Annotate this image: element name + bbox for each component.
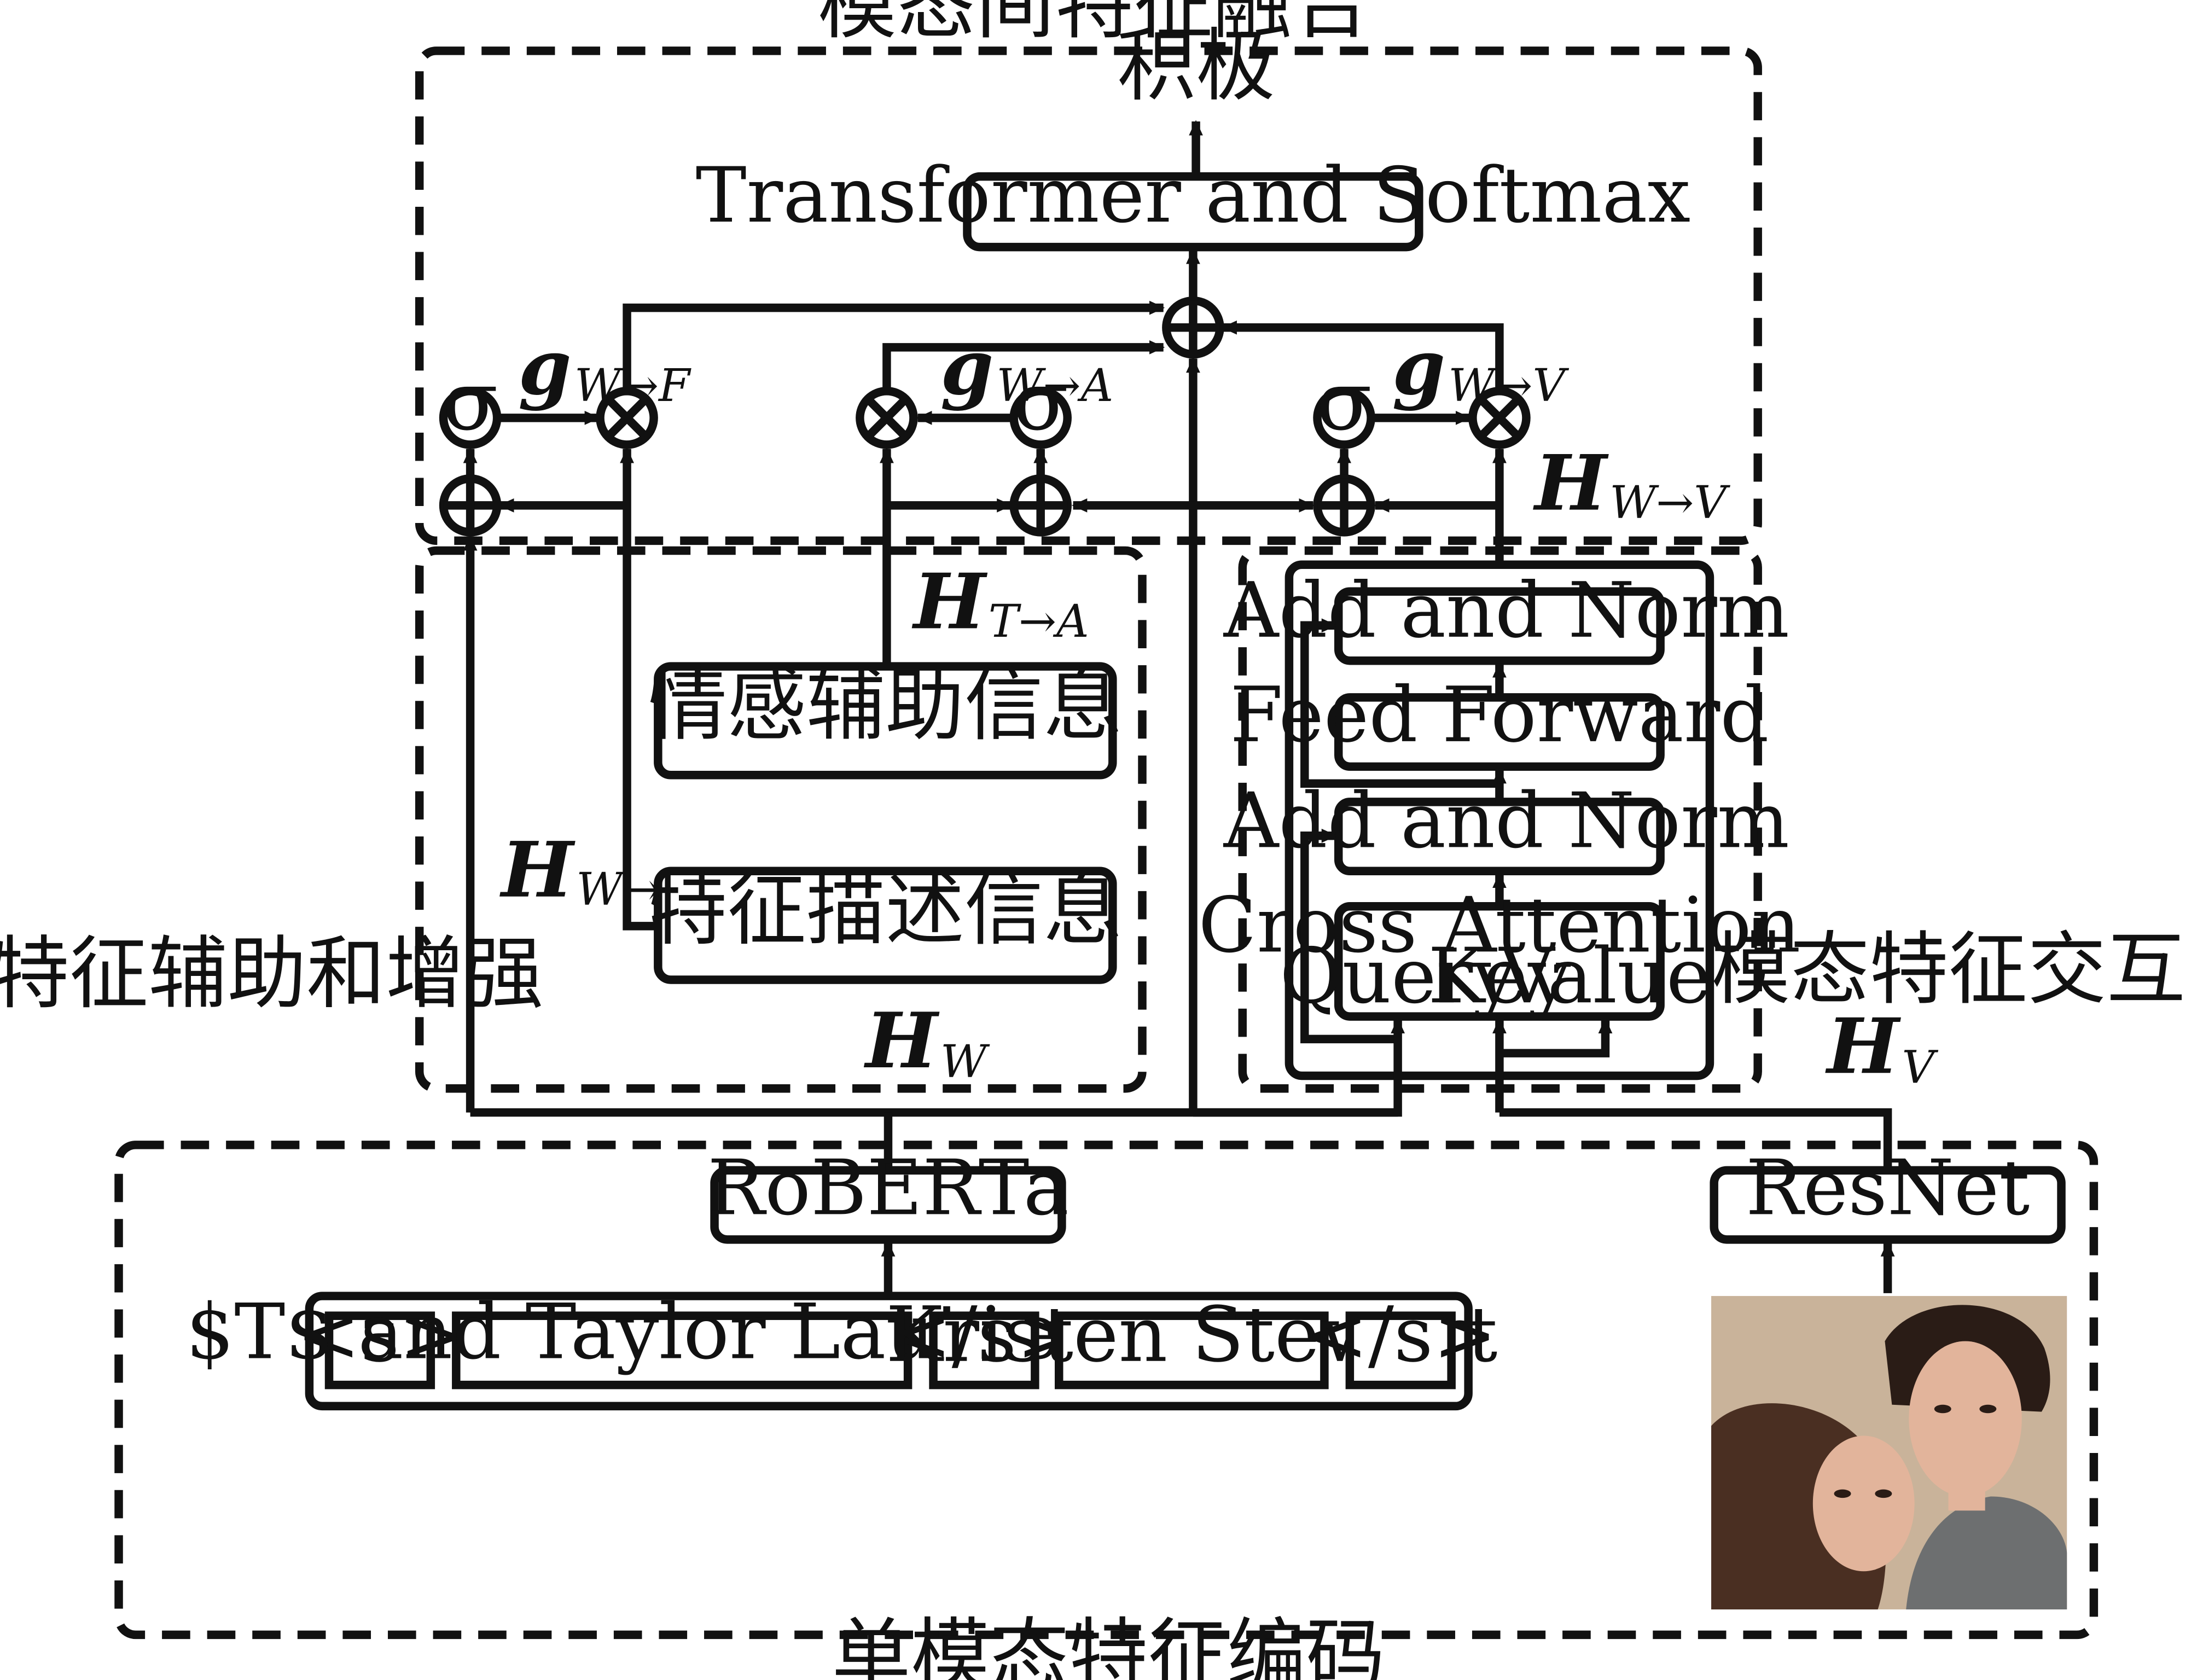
svg-text:<s>: <s> [297, 1290, 463, 1379]
token-s-end-1: </s> [888, 1290, 1080, 1390]
fusion-region-title: 模态间特征融合 [818, 0, 1371, 50]
query-label: Query [1280, 932, 1516, 1020]
roberta-label: RoBERTa [707, 1143, 1069, 1232]
mul-f-op [596, 387, 658, 449]
add-v-op [1313, 474, 1375, 537]
sum-op-top [1162, 296, 1224, 359]
residual-bottom [1300, 828, 1398, 1044]
token-s-end-2: </s> [1304, 1290, 1497, 1390]
assist-region [415, 546, 1147, 1093]
wire-feature-info-to-mul-f [620, 447, 658, 931]
add-norm-top-box: Add and Norm [1223, 566, 1789, 665]
key-label: Key [1428, 932, 1571, 1020]
feature-info-label: 特征描述信息 [648, 865, 1123, 957]
add-norm-bottom-label: Add and Norm [1223, 776, 1789, 865]
cross-attention-box: Cross Attention Query Key Value [1198, 881, 1800, 1021]
token-s-start: <s> [297, 1290, 463, 1390]
emotion-info-label: 情感辅助信息 [648, 660, 1123, 752]
cross-region-title: 跨模态特征交互 [1632, 924, 2186, 1016]
wire-gate-a-to-sum [882, 340, 1165, 390]
svg-text:</s>: </s> [1304, 1290, 1497, 1379]
fusion-region [415, 46, 1762, 545]
residual-top [1300, 618, 1499, 788]
resnet-box: ResNet [1710, 1143, 2066, 1244]
svg-text:σ: σ [1013, 354, 1068, 449]
mul-a-op [856, 387, 918, 449]
encode-region [114, 1141, 2099, 1640]
add-norm-bottom-box: Add and Norm [1223, 776, 1789, 876]
feature-info-box: 特征描述信息 [648, 865, 1123, 984]
add-f-op [439, 474, 502, 537]
wire-resnet-to-hv [1499, 1108, 1892, 1172]
input-image [1711, 1296, 2067, 1609]
sigma-f-op: σ [439, 354, 502, 449]
roberta-box: RoBERTa [707, 1143, 1069, 1244]
transformer-softmax-label: Transformer and Softmax [696, 151, 1690, 240]
add-a-op [1009, 474, 1072, 537]
sigma-a-op: σ [1009, 354, 1072, 449]
wire-gate-v-to-sum [1221, 320, 1504, 390]
svg-text:</s>: </s> [888, 1290, 1080, 1379]
add-norm-top-label: Add and Norm [1223, 566, 1789, 655]
encode-region-title: 单模态特征编码 [832, 1610, 1385, 1680]
emotion-info-box: 情感辅助信息 [648, 660, 1123, 780]
value-label: Value [1498, 932, 1712, 1020]
sigma-v-op: σ [1313, 354, 1375, 449]
output-label: 积极 [1117, 20, 1275, 112]
assist-region-title: 特征辅助和增强 [0, 928, 544, 1020]
mul-v-op [1468, 387, 1531, 449]
transformer-softmax-box: Transformer and Softmax [696, 151, 1690, 252]
wire-hv-to-value [1499, 1018, 1613, 1057]
wire-gate-f-to-sum [623, 300, 1165, 390]
svg-text:σ: σ [443, 354, 498, 449]
resnet-label: ResNet [1746, 1143, 2030, 1232]
svg-text:σ: σ [1316, 354, 1372, 449]
